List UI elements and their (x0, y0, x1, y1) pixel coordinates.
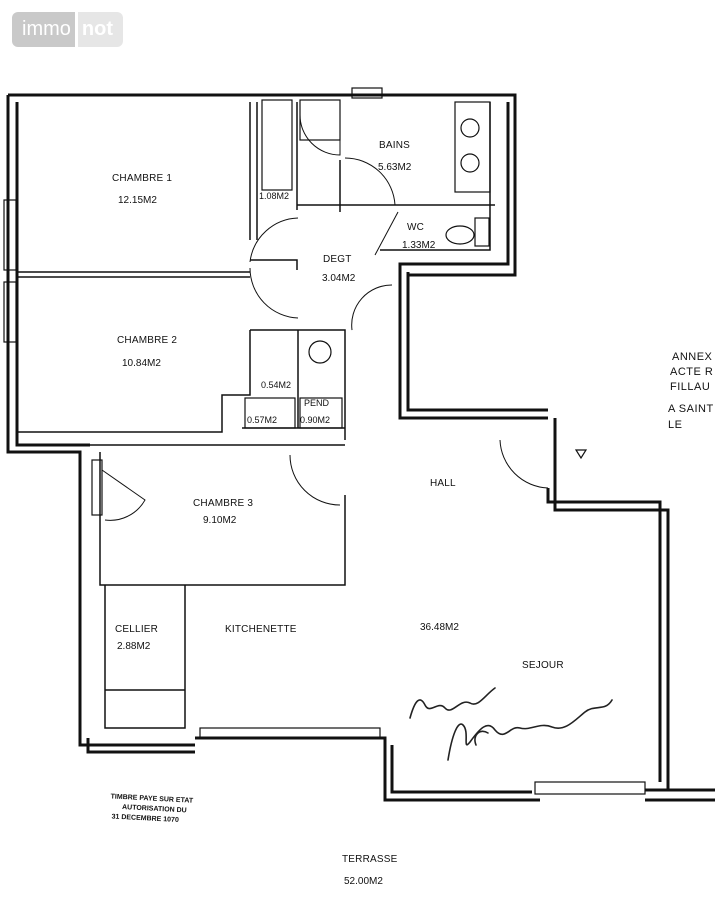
stamp-line-2: AUTORISATION DU (122, 804, 187, 814)
room-area-wc: 1.33M2 (402, 240, 436, 251)
room-area-chambre3: 9.10M2 (203, 515, 237, 526)
room-name-chambre1: CHAMBRE 1 (112, 173, 172, 184)
stamp-line-3: 31 DECEMBRE 1070 (111, 813, 179, 824)
doors (101, 114, 549, 521)
closet-area-2: 0.54M2 (261, 380, 291, 390)
fixtures (244, 99, 588, 460)
annex-line-4: A SAINT (668, 403, 714, 415)
pend-name: PEND (304, 398, 330, 408)
annex-line-5: LE (668, 419, 682, 431)
room-name-kitchenette: KITCHENETTE (225, 624, 297, 635)
room-name-hall: HALL (430, 478, 456, 489)
tax-stamp: TIMBRE PAYE SUR ETAT AUTORISATION DU 31 … (110, 793, 194, 824)
logo-part-not: not (74, 12, 123, 47)
room-area-sejour: 36.48M2 (420, 622, 459, 633)
room-name-bains: BAINS (379, 140, 410, 151)
walls (6, 93, 715, 802)
room-name-degt: DEGT (323, 254, 352, 265)
annex-line-1: ANNEX (672, 351, 713, 363)
logo-part-immo: immo (12, 12, 75, 47)
room-area-chambre2: 10.84M2 (122, 358, 161, 369)
room-area-cellier: 2.88M2 (117, 641, 151, 652)
room-area-bains: 5.63M2 (378, 162, 412, 173)
room-area-degt: 3.04M2 (322, 273, 356, 284)
room-name-chambre2: CHAMBRE 2 (117, 335, 177, 346)
annex-line-2: ACTE R (670, 366, 713, 378)
room-name-cellier: CELLIER (115, 624, 158, 635)
room-name-terrasse: TERRASSE (342, 854, 398, 865)
windows (3, 87, 646, 795)
pend-area: 0.90M2 (300, 415, 330, 425)
signatures (409, 687, 613, 761)
room-name-chambre3: CHAMBRE 3 (193, 498, 253, 509)
room-area-chambre1: 12.15M2 (118, 195, 157, 206)
immonot-logo: immo not (12, 12, 123, 47)
stamp-line-1: TIMBRE PAYE SUR ETAT (110, 793, 194, 804)
room-name-wc: WC (407, 222, 424, 233)
annex-line-3: FILLAU (670, 381, 710, 393)
closet-area-3: 0.57M2 (247, 415, 277, 425)
room-name-sejour: SEJOUR (522, 660, 564, 671)
closet-area-1: 1.08M2 (259, 191, 289, 201)
room-area-terrasse: 52.00M2 (344, 876, 383, 887)
